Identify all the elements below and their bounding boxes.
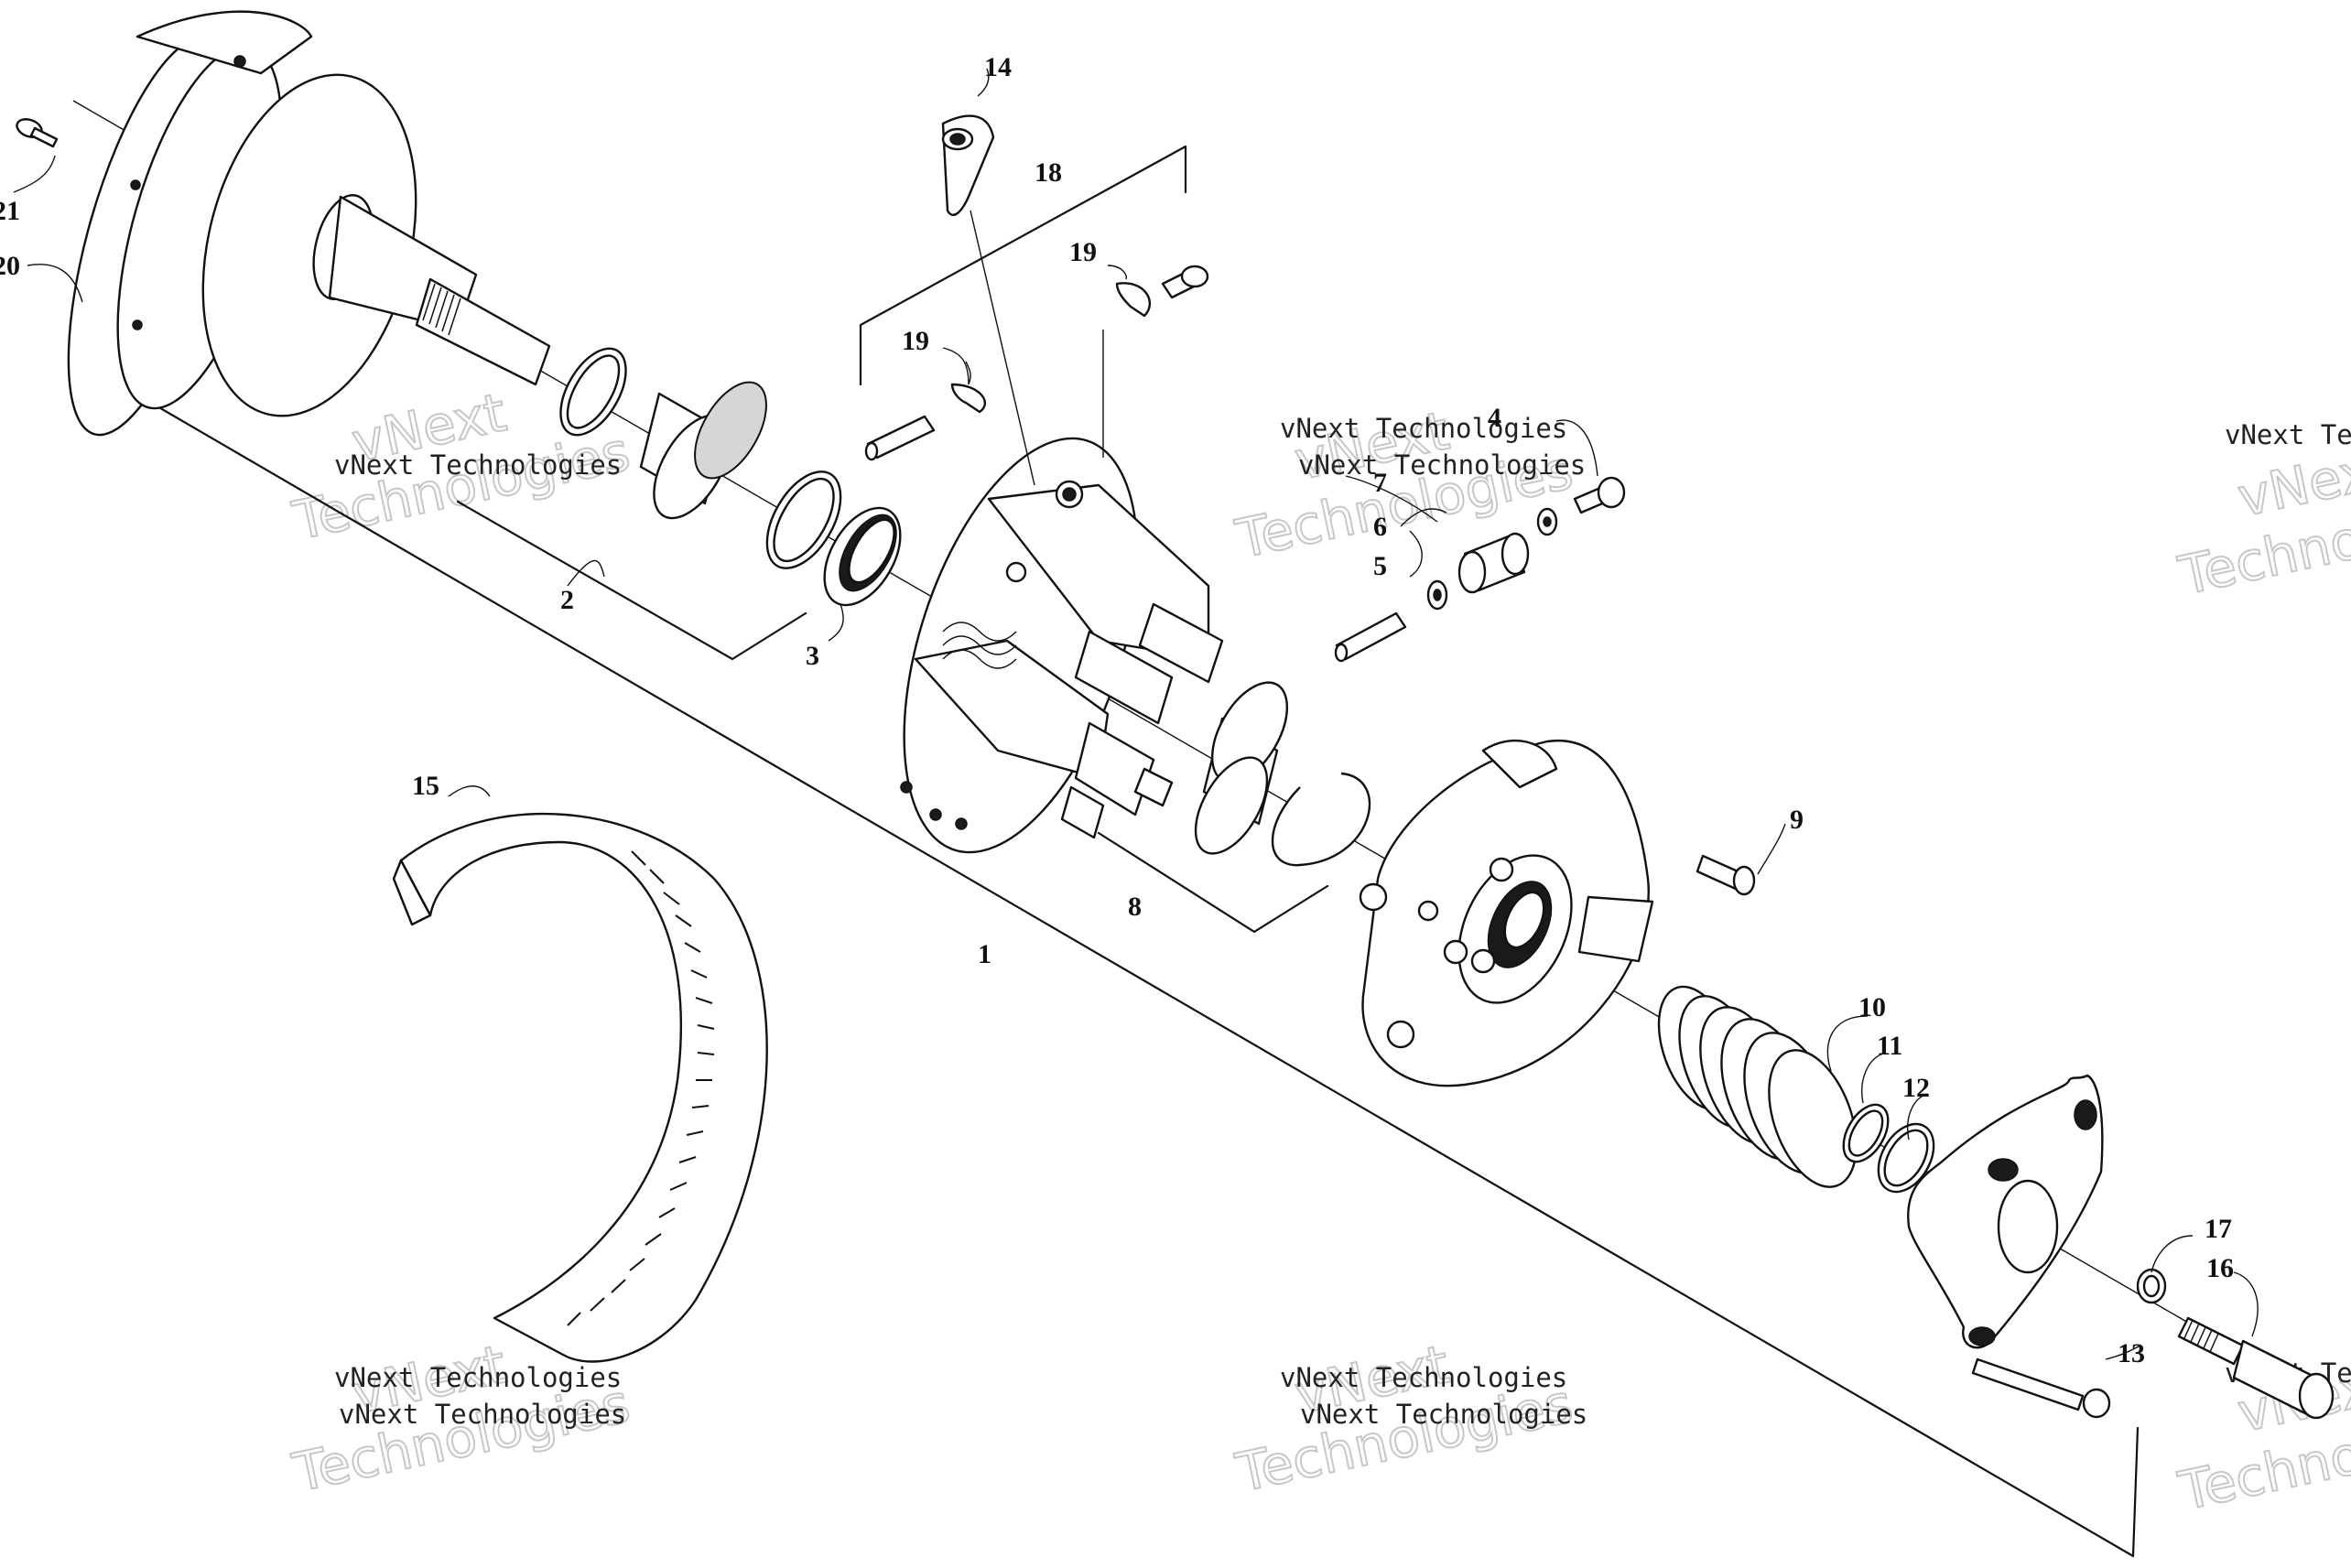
callout-labels: 1 2 3 4 5 6 7 8 9 10 11 12 13 14 15 16 1… [0,52,2234,1368]
part-spider-assembly [1359,739,1654,1087]
callout-3: 3 [806,641,819,671]
bracket-18 [859,145,1187,386]
part-6-washer [1426,579,1448,611]
callout-13: 13 [2118,1338,2145,1368]
watermark-text-top-center: vNext Technologies [1280,413,1567,444]
part-16-threaded-bolt [2177,1316,2335,1420]
callout-19-lower: 19 [902,326,929,356]
part-10-spring [1657,985,1858,1188]
part-8-sleeve-and-ring [1194,681,1371,867]
bracket-1-line [149,401,2135,1558]
watermark-text-bottom-center: vNext Technologies [1280,1362,1567,1393]
callout-2: 2 [560,585,574,615]
callout-17: 17 [2205,1214,2232,1244]
leader-20 [27,264,83,303]
part-5-pin [1334,611,1407,663]
part-13-bolt [1971,1357,2111,1419]
bracket-8 [1097,831,1329,934]
callout-21: 21 [0,196,20,226]
callout-1: 1 [978,939,991,969]
callout-8: 8 [1128,892,1142,922]
leader-lines [567,347,2259,1360]
part-4-bolt-and-washer [1536,476,1626,536]
callout-7: 7 [1373,468,1387,498]
callout-15: 15 [412,771,439,801]
watermark-text-bottom-center-2: vNext Technologies [1300,1399,1587,1430]
part-19-pin-and-clip [864,361,986,461]
callout-6: 6 [1373,512,1387,542]
part-2-bushing-set [559,347,842,569]
callout-10: 10 [1858,992,1886,1022]
part-7-roller [1457,532,1530,594]
part-14-roller-weight [941,68,1035,486]
callout-12: 12 [1902,1073,1930,1103]
part-spider-plate [1907,1074,2104,1349]
part-12-ring [1877,1122,1935,1194]
watermark-text-top-center-2: vNext Technologies [1298,449,1586,481]
part-11-ring [1842,1103,1890,1163]
part-15-drive-belt [392,785,768,1363]
callout-9: 9 [1790,805,1804,835]
part-21-screw [13,118,59,193]
callout-4: 4 [1488,403,1501,433]
callout-20: 20 [0,251,20,281]
watermark-text-bottom-left-2: vNext Technologies [339,1399,626,1430]
callout-18: 18 [1035,157,1062,188]
callout-16: 16 [2206,1253,2234,1283]
watermark-text-top-right: vNext Technologies [2225,419,2351,450]
watermark-text-top-left: vNext Technologies [334,449,622,481]
callout-19-upper: 19 [1069,237,1097,267]
part-19-bolt-and-clip [1102,265,1209,458]
part-20-fixed-sheave [67,10,551,437]
part-17-ring [2136,1268,2167,1304]
callout-11: 11 [1877,1031,1902,1061]
callout-5: 5 [1373,551,1387,581]
bracket-2 [456,500,807,661]
part-3-seal [823,506,902,607]
part-movable-sheave [900,437,1224,854]
bracket-1-end-right [2131,1426,2140,1558]
callout-14: 14 [984,52,1012,82]
watermark-text-bottom-left: vNext Technologies [334,1362,622,1393]
part-9-bolt [1696,823,1786,896]
